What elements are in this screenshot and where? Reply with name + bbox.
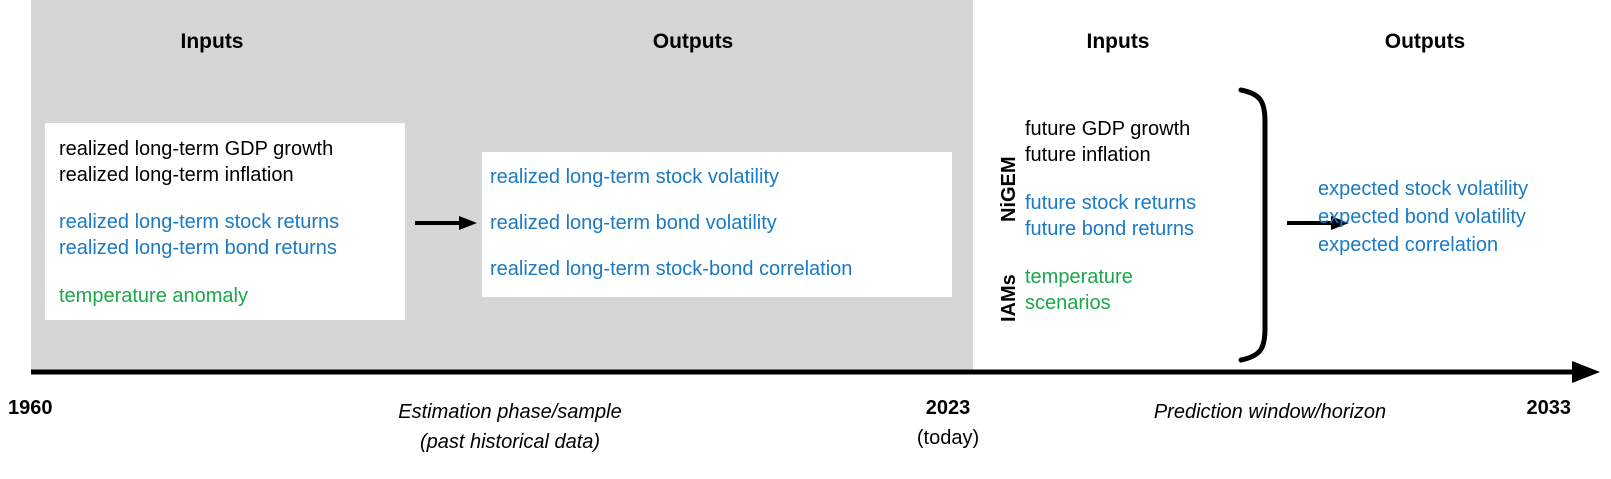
prediction-output-bond-volatility: expected bond volatility <box>1318 206 1526 228</box>
caption-prediction-phase: Prediction window/horizon <box>1154 397 1386 427</box>
estimation-output-bond-volatility: realized long-term bond volatility <box>490 212 777 234</box>
estimation-output-stock-bond-correlation: realized long-term stock-bond correlatio… <box>490 258 853 280</box>
prediction-input-bond-returns: future bond returns <box>1025 218 1194 240</box>
heading-prediction-outputs: Outputs <box>1384 30 1466 53</box>
caption-estimation-phase: Estimation phase/sample (past historical… <box>398 397 621 457</box>
caption-estimation-line2: (past historical data) <box>419 431 601 453</box>
caption-prediction-line1: Prediction window/horizon <box>1153 401 1387 423</box>
timeline-arrow-icon <box>31 361 1600 383</box>
curly-brace-icon <box>1238 87 1268 363</box>
prediction-input-stock-returns: future stock returns <box>1025 192 1197 214</box>
estimation-output-stock-volatility: realized long-term stock volatility <box>490 166 779 188</box>
estimation-input-gdp-growth: realized long-term GDP growth <box>59 138 334 160</box>
prediction-input-temperature: temperature <box>1025 266 1133 288</box>
timeline-year-today: 2023 <box>925 397 971 419</box>
right-arrow-icon-estimation <box>415 216 477 230</box>
estimation-input-temperature-anomaly: temperature anomaly <box>59 285 248 307</box>
prediction-input-scenarios: scenarios <box>1025 292 1111 314</box>
heading-estimation-inputs: Inputs <box>180 30 244 53</box>
timeline-today-note: (today) <box>916 427 980 449</box>
heading-estimation-outputs: Outputs <box>652 30 734 53</box>
prediction-input-gdp-growth: future GDP growth <box>1025 118 1191 140</box>
estimation-inputs-box <box>45 123 405 320</box>
prediction-input-inflation: future inflation <box>1025 144 1151 166</box>
prediction-output-correlation: expected correlation <box>1318 234 1499 256</box>
estimation-input-stock-returns: realized long-term stock returns <box>59 211 340 233</box>
estimation-input-bond-returns: realized long-term bond returns <box>59 237 337 259</box>
estimation-input-inflation: realized long-term inflation <box>59 164 294 186</box>
estimation-outputs-box <box>482 152 952 297</box>
timeline-year-start: 1960 <box>8 397 53 419</box>
heading-prediction-inputs: Inputs <box>1086 30 1150 53</box>
caption-estimation-line1: Estimation phase/sample <box>398 401 622 423</box>
model-label-iams: IAMs <box>998 274 1020 322</box>
model-label-nigem: NiGEM <box>998 156 1020 222</box>
prediction-output-stock-volatility: expected stock volatility <box>1318 178 1529 200</box>
right-arrow-icon-prediction <box>1287 216 1349 230</box>
timeline-year-end: 2033 <box>1526 397 1572 419</box>
